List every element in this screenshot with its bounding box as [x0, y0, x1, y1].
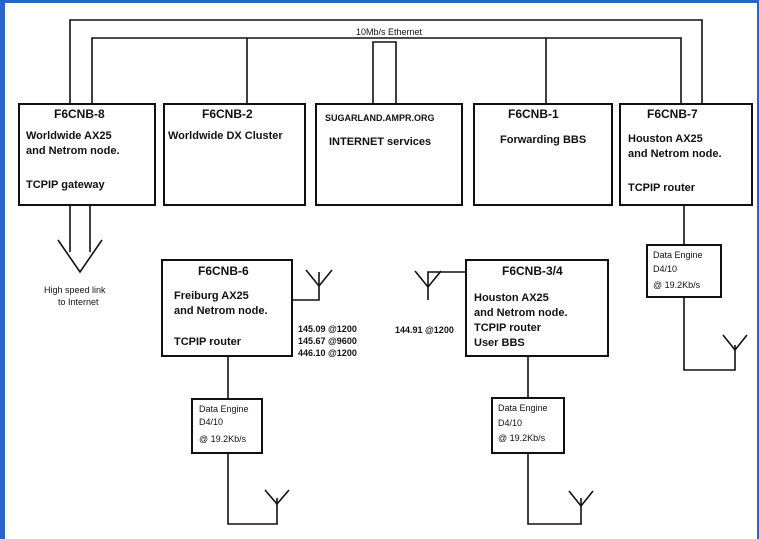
f6cnb7-line-3: TCPIP router	[628, 182, 696, 194]
f6cnb34-modem-line-1: Data Engine	[498, 403, 548, 413]
f6cnb7-modem-line-1: Data Engine	[653, 250, 703, 260]
f6cnb34-modem-link	[527, 454, 582, 525]
ethernet-drop-sugarland	[372, 41, 397, 103]
f6cnb7-modem-line-2: D4/10	[653, 264, 678, 274]
f6cnb6-modem-line-3: @ 19.2Kb/s	[199, 434, 247, 444]
f6cnb1-title: F6CNB-1	[508, 107, 559, 121]
f6cnb34-title: F6CNB-3/4	[502, 264, 563, 278]
f6cnb6-modem-line-2: D4/10	[199, 417, 224, 427]
f6cnb34-box	[465, 259, 609, 357]
f6cnb6-title: F6CNB-6	[198, 264, 249, 278]
f6cnb34-modem-line-2: D4/10	[498, 418, 523, 428]
f6cnb6-line-1: Freiburg AX25	[174, 290, 249, 302]
f6cnb7-modem-line-3: @ 19.2Kb/s	[653, 280, 701, 290]
f6cnb2-title: F6CNB-2	[202, 107, 253, 121]
f6cnb6-freq-2: 145.67 @9600	[298, 336, 357, 346]
f6cnb6-modem-antenna	[264, 489, 290, 506]
f6cnb7-line-2: and Netrom node.	[628, 148, 722, 160]
f6cnb34-modem-line-3: @ 19.2Kb/s	[498, 433, 546, 443]
f6cnb1-box	[473, 103, 613, 206]
f6cnb6-line-3: TCPIP router	[174, 336, 242, 348]
f6cnb2-box	[163, 103, 306, 206]
f6cnb34-freq-1: 144.91 @1200	[395, 325, 454, 335]
f6cnb34-modem-antenna	[568, 490, 594, 508]
sugarland-title: SUGARLAND.AMPR.ORG	[325, 113, 435, 123]
f6cnb7-modem-link	[683, 298, 736, 371]
sugarland-line-1: INTERNET services	[329, 136, 432, 148]
link-label-1: High speed link	[44, 285, 106, 295]
f6cnb6-line-2: and Netrom node.	[174, 305, 268, 317]
f6cnb7-modem-box	[646, 244, 722, 298]
f6cnb6-modem-box	[191, 398, 263, 454]
f6cnb6-antenna	[305, 269, 333, 288]
sugarland-box	[315, 103, 463, 206]
f6cnb8-title: F6CNB-8	[54, 107, 105, 121]
downlink-arrow	[57, 206, 103, 274]
f6cnb34-line-1: Houston AX25	[474, 292, 549, 304]
ethernet-label: 10Mb/s Ethernet	[356, 27, 423, 37]
f6cnb8-line-2: and Netrom node.	[26, 145, 120, 157]
f6cnb8-box	[18, 103, 156, 206]
link-label-2: to Internet	[58, 297, 99, 307]
f6cnb7-line-1: Houston AX25	[628, 133, 703, 145]
ethernet-bus-outer	[69, 19, 703, 103]
f6cnb2-line-1: Worldwide DX Cluster	[168, 130, 283, 142]
f6cnb7-title: F6CNB-7	[647, 107, 698, 121]
f6cnb6-feed	[293, 272, 320, 301]
f6cnb6-box	[161, 259, 293, 357]
f6cnb34-line-4: User BBS	[474, 337, 525, 349]
f6cnb6-freq-3: 446.10 @1200	[298, 348, 357, 358]
f6cnb6-modem-link	[227, 454, 278, 525]
f6cnb7-box	[619, 103, 753, 206]
f6cnb1-line-1: Forwarding BBS	[500, 134, 587, 146]
f6cnb34-line-2: and Netrom node.	[474, 307, 568, 319]
f6cnb34-line-3: TCPIP router	[474, 322, 542, 334]
ethernet-bus-inner	[91, 37, 682, 103]
f6cnb8-line-3: TCPIP gateway	[26, 179, 105, 191]
f6cnb8-line-1: Worldwide AX25	[26, 130, 112, 142]
f6cnb6-freq-1: 145.09 @1200	[298, 324, 357, 334]
f6cnb7-modem-antenna	[722, 334, 748, 352]
f6cnb6-modem-line-1: Data Engine	[199, 404, 249, 414]
f6cnb34-modem-box	[491, 397, 565, 454]
f6cnb34-feed	[427, 271, 465, 300]
f6cnb34-antenna	[414, 270, 442, 289]
